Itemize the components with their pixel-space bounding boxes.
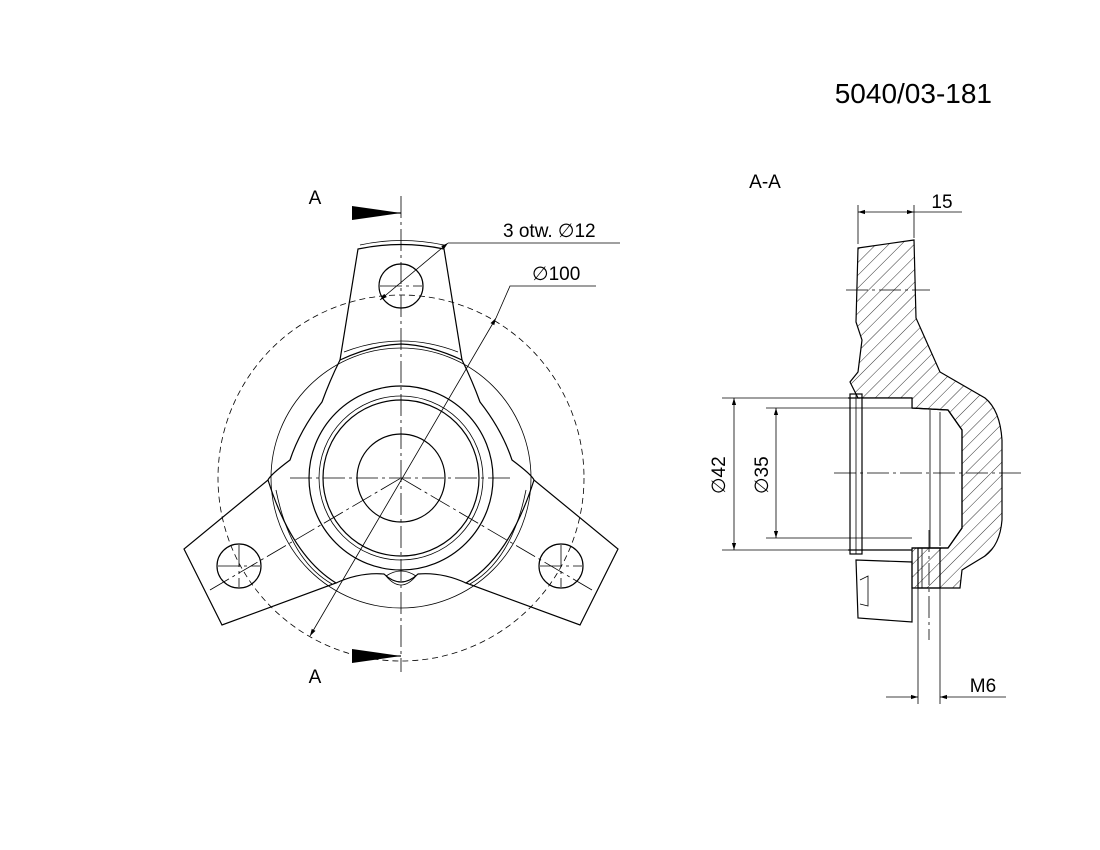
section-view-title: A-A xyxy=(749,172,781,193)
front-view: A A 3 otw. ∅12 ∅100 xyxy=(183,188,620,688)
hole-right xyxy=(538,543,584,589)
inner-bore-dim: ∅35 xyxy=(752,456,773,494)
bolt-circle-callout: ∅100 xyxy=(532,264,580,285)
lug-left xyxy=(183,478,338,626)
outer-bore-dim: ∅42 xyxy=(709,456,730,494)
lug-right xyxy=(464,478,619,626)
drawing-number: 5040/03-181 xyxy=(835,78,992,109)
flange-thickness-dim: 15 xyxy=(931,192,952,213)
section-label-top: A xyxy=(309,188,322,209)
thread-dim: M6 xyxy=(970,676,996,697)
hole-left xyxy=(216,543,262,589)
section-label-bottom: A xyxy=(309,667,322,688)
section-view: A-A 15 ∅42 xyxy=(709,172,1022,704)
holes-callout: 3 otw. ∅12 xyxy=(503,221,596,242)
